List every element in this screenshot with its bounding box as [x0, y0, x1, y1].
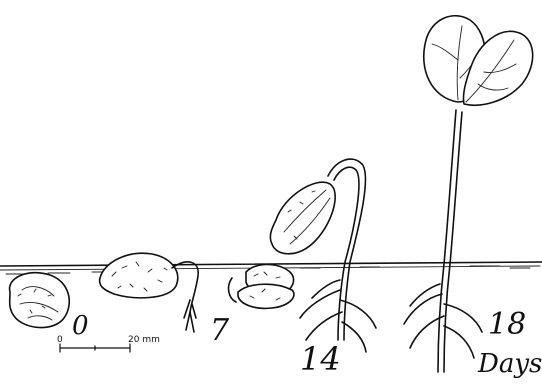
seed-stage-0 — [10, 273, 70, 328]
scale-bar-end-label: 20 mm — [128, 335, 160, 345]
stage-label-0: 0 — [72, 311, 89, 341]
seedling-stage-14 — [270, 159, 376, 352]
scale-bar — [60, 344, 130, 352]
unit-label-days: Days — [477, 349, 542, 379]
scale-bar-start-label: 0 — [57, 335, 63, 345]
seedling-stage-7 — [229, 265, 294, 309]
stage-label-18: 18 — [488, 307, 526, 342]
stage-label-14: 14 — [300, 340, 341, 378]
stage-label-7: 7 — [210, 313, 230, 348]
